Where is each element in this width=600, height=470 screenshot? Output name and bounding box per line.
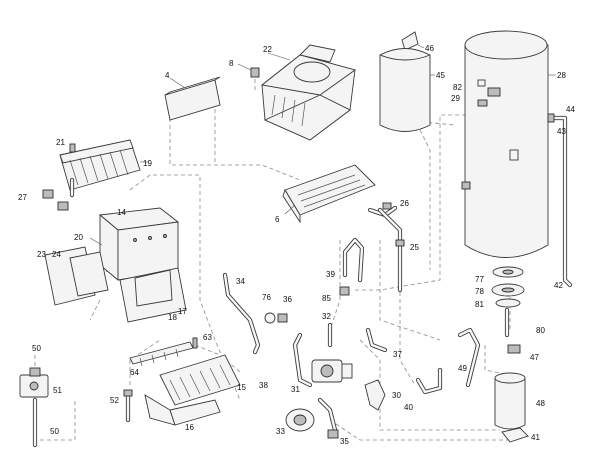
- part-8-clip: [237, 63, 260, 78]
- part-45-expansion-vessel: [379, 48, 435, 132]
- part-41-clamp: [501, 427, 529, 443]
- part-16-tray: [144, 394, 221, 426]
- label-part-41: 41: [531, 433, 540, 442]
- label-part-35: 35: [340, 437, 349, 446]
- label-part-43: 43: [557, 127, 566, 136]
- label-part-24: 24: [52, 250, 61, 259]
- label-part-51: 51: [53, 386, 62, 395]
- part-63-64-electrode-bar: [129, 337, 198, 367]
- part-34-pipe: [222, 272, 261, 355]
- part-14-combustion-chamber: [98, 207, 180, 281]
- label-part-32: 32: [322, 312, 331, 321]
- part-85-32-sensors: [327, 286, 350, 348]
- label-part-25: 25: [410, 243, 419, 252]
- part-38-pipe: [292, 332, 313, 388]
- part-19-heat-exchanger: [59, 139, 148, 191]
- label-part-80: 80: [536, 326, 545, 335]
- label-part-48: 48: [536, 399, 545, 408]
- label-part-50: 50: [50, 427, 59, 436]
- part-40-pipe: [415, 367, 443, 395]
- label-part-78: 78: [475, 287, 484, 296]
- part-number-labels: 4 8 22 46 45 28 82 29 44 43 21 19 27 6 2…: [18, 44, 575, 446]
- part-39-pipe: [342, 237, 365, 283]
- label-part-76: 76: [262, 293, 271, 302]
- label-part-81: 81: [475, 300, 484, 309]
- label-part-64: 64: [130, 368, 139, 377]
- part-77-78-81-gaskets: [491, 266, 525, 308]
- label-part-27: 27: [18, 193, 27, 202]
- label-part-47: 47: [530, 353, 539, 362]
- label-part-18: 18: [168, 313, 177, 322]
- label-part-38: 38: [259, 381, 268, 390]
- label-part-23: 23: [37, 250, 46, 259]
- label-part-20: 20: [74, 233, 83, 242]
- label-part-40: 40: [404, 403, 413, 412]
- label-part-29: 29: [451, 94, 460, 103]
- label-part-21: 21: [56, 138, 65, 147]
- part-33-35-diverter: [285, 397, 339, 439]
- part-22-fan-hood: [260, 44, 357, 141]
- label-part-49: 49: [458, 364, 467, 373]
- part-17-18-panels: [119, 267, 187, 323]
- label-part-28: 28: [557, 71, 566, 80]
- part-27-valves: [42, 177, 75, 211]
- part-76-36-fittings: [264, 312, 288, 324]
- label-part-63: 63: [203, 333, 212, 342]
- label-part-85: 85: [322, 294, 331, 303]
- part-51-gas-valve: [19, 367, 49, 398]
- part-37-fitting: [365, 327, 388, 353]
- label-part-50-top: 50: [32, 344, 41, 353]
- part-23-24-side-panels: [44, 237, 109, 306]
- label-part-30: 30: [392, 391, 401, 400]
- part-25-pipe: [377, 207, 405, 293]
- label-part-52: 52: [110, 396, 119, 405]
- label-part-45: 45: [436, 71, 445, 80]
- part-6-burner-tray: [282, 164, 376, 224]
- part-31-pump: [311, 359, 353, 383]
- label-part-46: 46: [425, 44, 434, 53]
- label-part-19: 19: [143, 159, 152, 168]
- part-4-cover-plate: [164, 76, 221, 121]
- label-part-34: 34: [236, 277, 245, 286]
- part-49-pipe: [457, 327, 481, 388]
- label-part-8: 8: [229, 59, 234, 68]
- part-47-valve: [507, 344, 521, 354]
- label-part-77: 77: [475, 275, 484, 284]
- part-30-bracket: [364, 379, 386, 411]
- label-part-22: 22: [263, 45, 272, 54]
- part-46-bracket: [401, 31, 425, 51]
- part-42-side-pipe: [547, 113, 573, 288]
- part-15-burner: [159, 354, 241, 406]
- label-part-33: 33: [276, 427, 285, 436]
- label-part-31: 31: [291, 385, 300, 394]
- label-part-4: 4: [165, 71, 170, 80]
- label-part-6: 6: [275, 215, 280, 224]
- label-part-14: 14: [117, 208, 126, 217]
- label-part-17: 17: [178, 307, 187, 316]
- label-part-36: 36: [283, 295, 292, 304]
- part-50-52-pipes: [32, 389, 133, 448]
- label-part-37: 37: [393, 350, 402, 359]
- label-part-39: 39: [326, 270, 335, 279]
- label-part-16: 16: [185, 423, 194, 432]
- label-part-26: 26: [400, 199, 409, 208]
- part-28-hot-water-cylinder: [461, 30, 556, 258]
- label-part-82: 82: [453, 83, 462, 92]
- part-48-tank: [494, 372, 526, 430]
- label-part-44: 44: [566, 105, 575, 114]
- label-part-15: 15: [237, 383, 246, 392]
- label-part-42: 42: [554, 281, 563, 290]
- part-29-82-fittings: [477, 79, 488, 107]
